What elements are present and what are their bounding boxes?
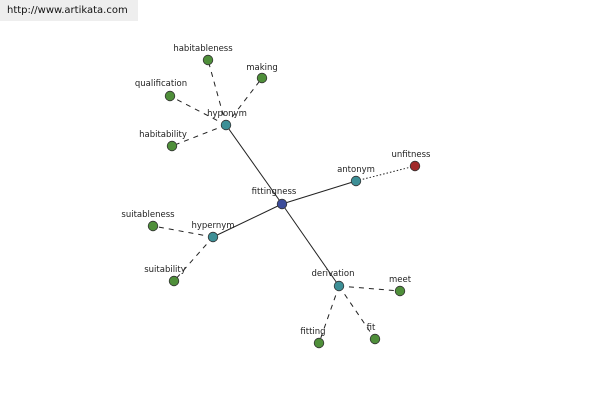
word-suitability-label: suitability <box>144 265 186 275</box>
edge-derivation-meet <box>338 285 401 292</box>
word-habitability-node[interactable] <box>166 140 178 152</box>
edge-hyponym-qualification <box>169 95 227 126</box>
center-word-fittingness-node[interactable] <box>276 198 288 210</box>
word-fit-node[interactable] <box>369 333 381 345</box>
word-unfitness-label: unfitness <box>392 150 432 160</box>
relation-hypernym-node[interactable] <box>207 231 219 243</box>
word-meet-node[interactable] <box>394 285 406 297</box>
word-qualification-node[interactable] <box>164 90 176 102</box>
edge-hypernym <box>212 203 283 238</box>
edge-derivation <box>281 203 340 287</box>
word-fit-label: fit <box>367 323 376 333</box>
nodes: fittingness hyponym habitableness making qua… <box>121 44 432 349</box>
relation-derivation-label: derivation <box>311 269 354 279</box>
word-fitting-label: fitting <box>300 327 325 337</box>
word-suitability-node[interactable] <box>168 275 180 287</box>
word-suitableness-label: suitableness <box>121 210 175 220</box>
word-making-label: making <box>246 63 278 73</box>
word-suitableness-node[interactable] <box>147 220 159 232</box>
word-habitability-label: habitability <box>139 130 187 140</box>
word-habitableness-label: habitableness <box>173 44 233 54</box>
relation-hyponym-label: hyponym <box>207 109 247 119</box>
edge-antonym <box>281 180 357 205</box>
word-fitting-node[interactable] <box>313 337 325 349</box>
relation-hyponym-node[interactable] <box>220 119 232 131</box>
word-habitableness-node[interactable] <box>202 54 214 66</box>
edges <box>152 59 416 344</box>
edge-hyponym-habitableness <box>207 59 227 126</box>
edge-derivation-fit <box>338 285 376 340</box>
word-unfitness-node[interactable] <box>409 160 421 172</box>
word-meet-label: meet <box>389 275 412 285</box>
edge-hypernym-suitableness <box>152 225 214 238</box>
edge-derivation-fitting <box>318 285 340 344</box>
word-making-node[interactable] <box>256 72 268 84</box>
relation-antonym-label: antonym <box>337 165 375 175</box>
center-word-fittingness-label: fittingness <box>252 187 297 197</box>
relation-hypernym-label: hypernym <box>191 221 234 231</box>
relation-derivation-node[interactable] <box>333 280 345 292</box>
source-url[interactable]: http://www.artikata.com <box>0 0 138 21</box>
word-qualification-label: qualification <box>135 79 187 89</box>
relation-antonym-node[interactable] <box>350 175 362 187</box>
edge-hyponym <box>225 124 283 205</box>
